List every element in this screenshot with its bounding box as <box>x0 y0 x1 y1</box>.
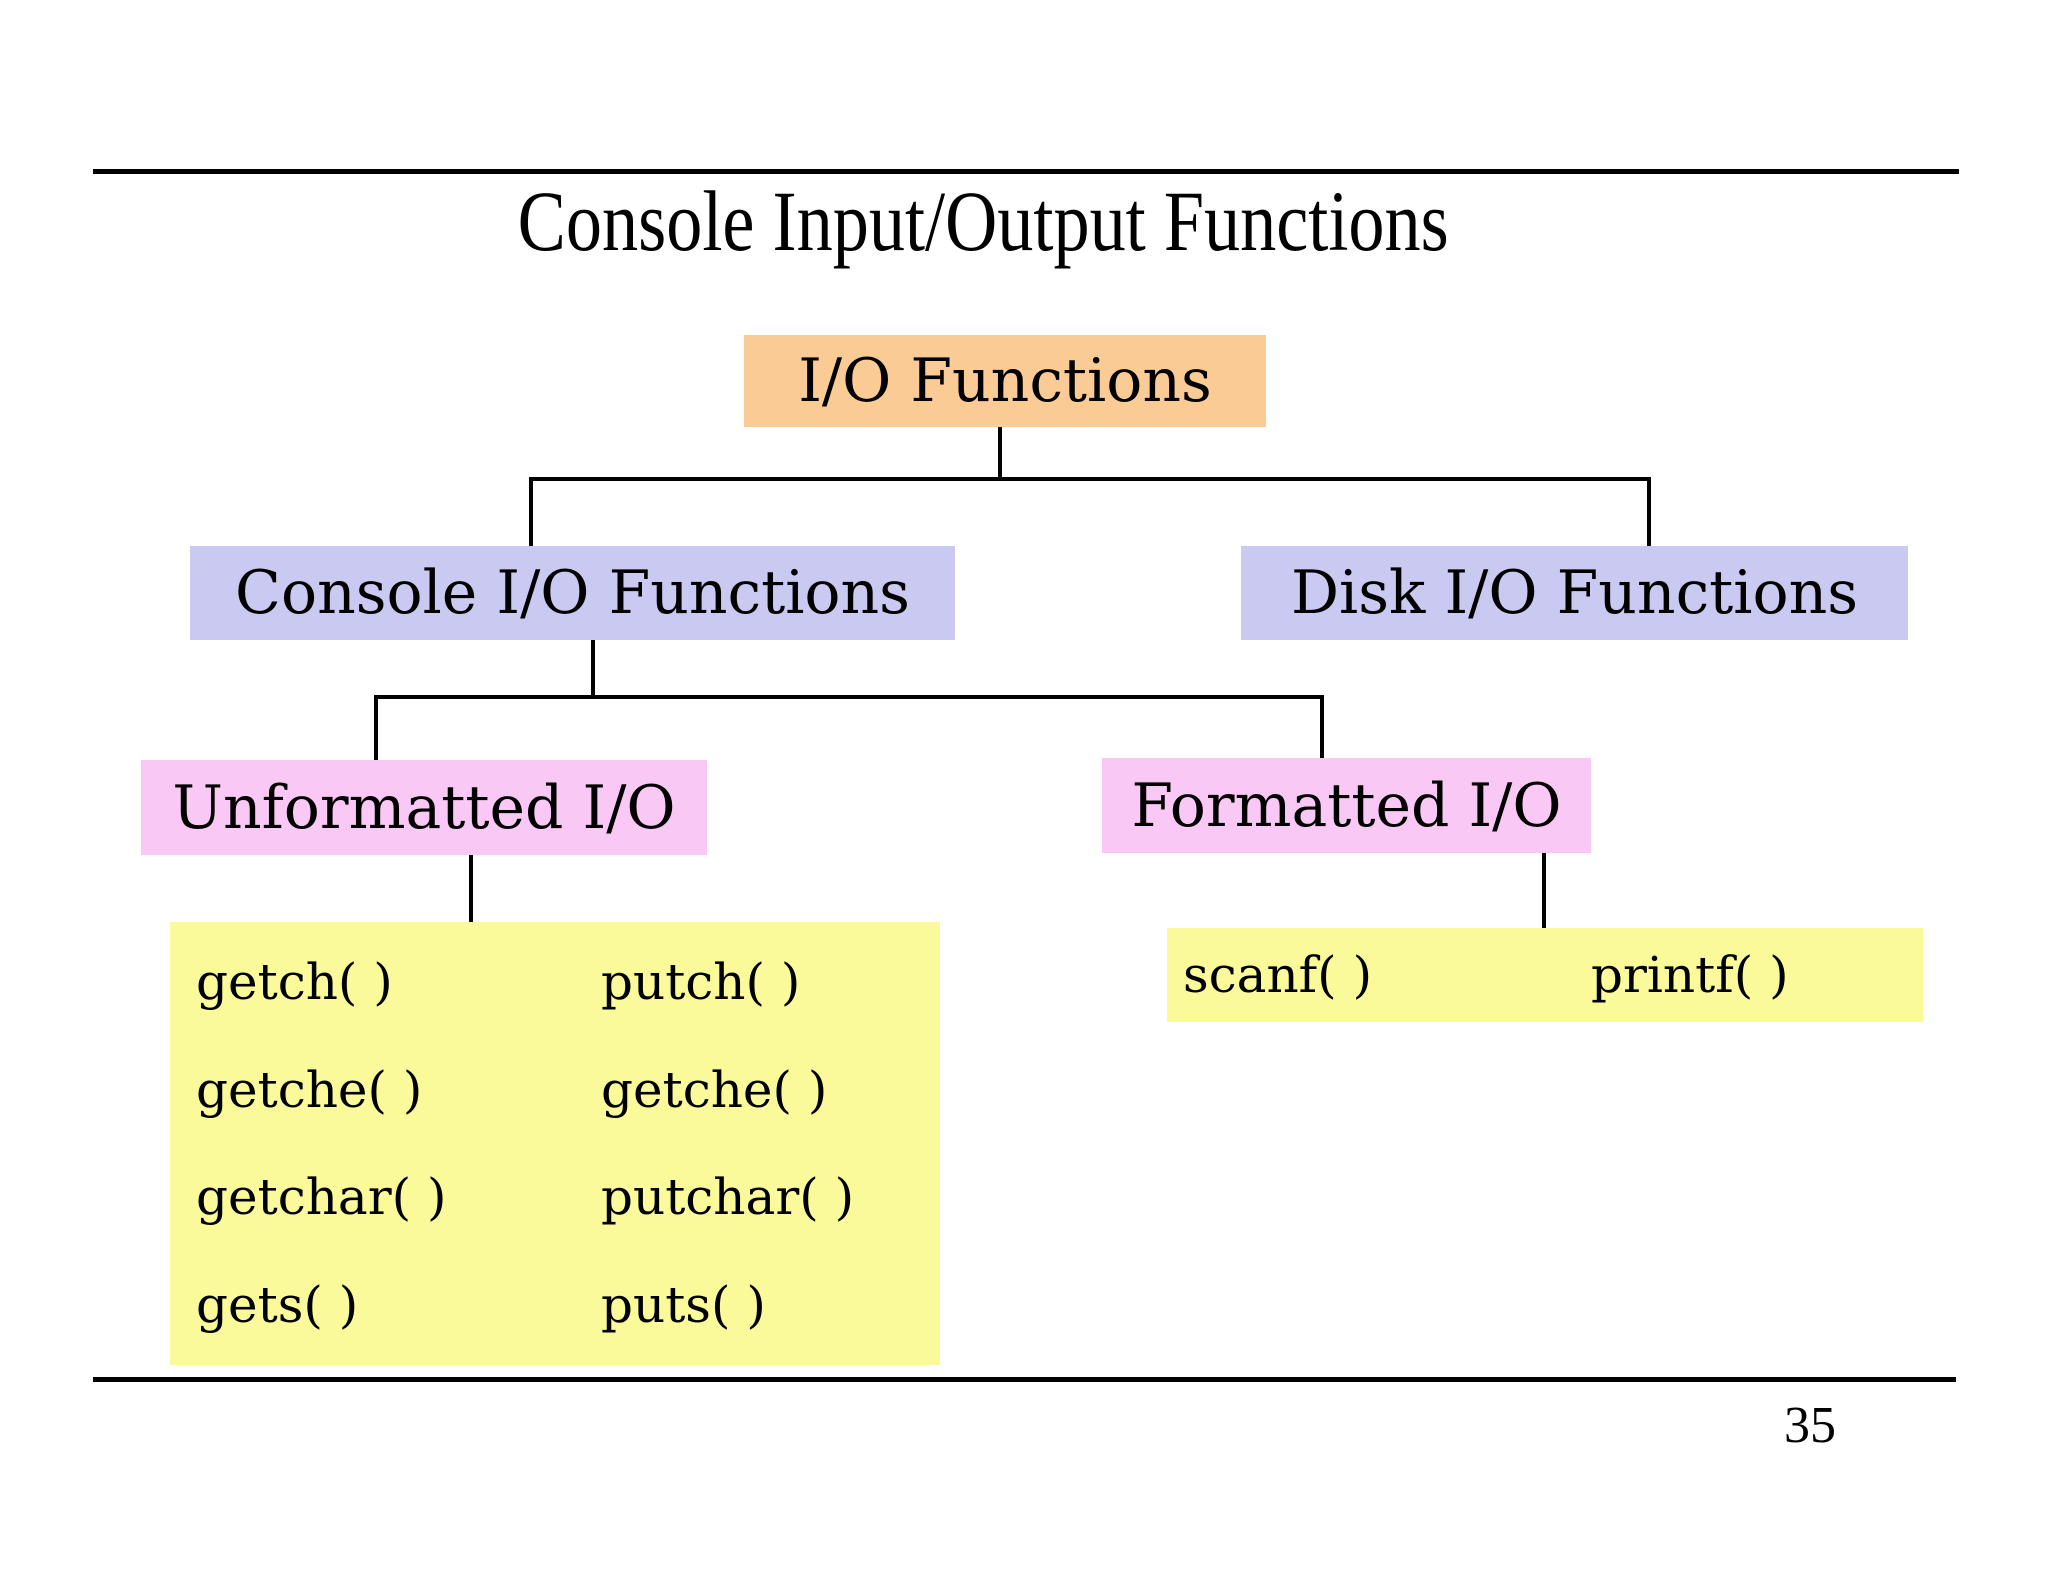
node-formatted-io: Formatted I/O <box>1102 758 1591 853</box>
function-name: printf( ) <box>1591 946 1789 1004</box>
top-rule <box>93 169 1959 174</box>
connector-drop-unformatted <box>374 695 378 761</box>
node-console-io-functions-label: Console I/O Functions <box>235 558 910 628</box>
node-disk-io-functions: Disk I/O Functions <box>1241 546 1908 640</box>
connector-drop-formatted <box>1320 695 1324 761</box>
function-name: getche( ) <box>601 1060 828 1119</box>
bottom-rule <box>93 1377 1956 1382</box>
connector-branch-level2 <box>374 695 1324 699</box>
connector-root-down <box>998 425 1002 481</box>
function-name: getch( ) <box>196 952 393 1011</box>
function-row: gets( ) puts( ) <box>170 1276 940 1334</box>
function-name: getchar( ) <box>196 1168 447 1227</box>
formatted-functions-box: scanf( ) printf( ) <box>1167 928 1923 1022</box>
function-name: gets( ) <box>196 1276 359 1335</box>
connector-formatted-down <box>1542 853 1546 929</box>
function-name: puts( ) <box>601 1276 766 1335</box>
page-title-text: Console Input/Output Functions <box>517 173 1449 269</box>
node-io-functions: I/O Functions <box>744 335 1266 427</box>
node-unformatted-io: Unformatted I/O <box>141 760 707 855</box>
connector-branch-level1 <box>529 477 1651 481</box>
function-row: getche( ) getche( ) <box>170 1061 940 1119</box>
connector-drop-disk <box>1647 477 1651 547</box>
function-row: getchar( ) putchar( ) <box>170 1168 940 1226</box>
connector-console-down <box>591 640 595 699</box>
node-io-functions-label: I/O Functions <box>798 346 1212 416</box>
node-disk-io-functions-label: Disk I/O Functions <box>1290 558 1859 628</box>
function-name: putchar( ) <box>601 1168 855 1227</box>
function-name: getche( ) <box>196 1060 423 1119</box>
function-name: putch( ) <box>601 952 801 1011</box>
connector-unformatted-down <box>469 855 473 923</box>
connector-drop-console <box>529 477 533 547</box>
function-name: scanf( ) <box>1183 946 1373 1004</box>
node-console-io-functions: Console I/O Functions <box>190 546 955 640</box>
unformatted-functions-box: getch( ) putch( ) getche( ) getche( ) ge… <box>170 922 940 1365</box>
page-title: Console Input/Output Functions <box>93 172 1873 271</box>
function-row: getch( ) putch( ) <box>170 953 940 1011</box>
node-formatted-io-label: Formatted I/O <box>1131 770 1562 841</box>
page-number: 35 <box>1784 1397 1836 1454</box>
node-unformatted-io-label: Unformatted I/O <box>172 772 676 843</box>
